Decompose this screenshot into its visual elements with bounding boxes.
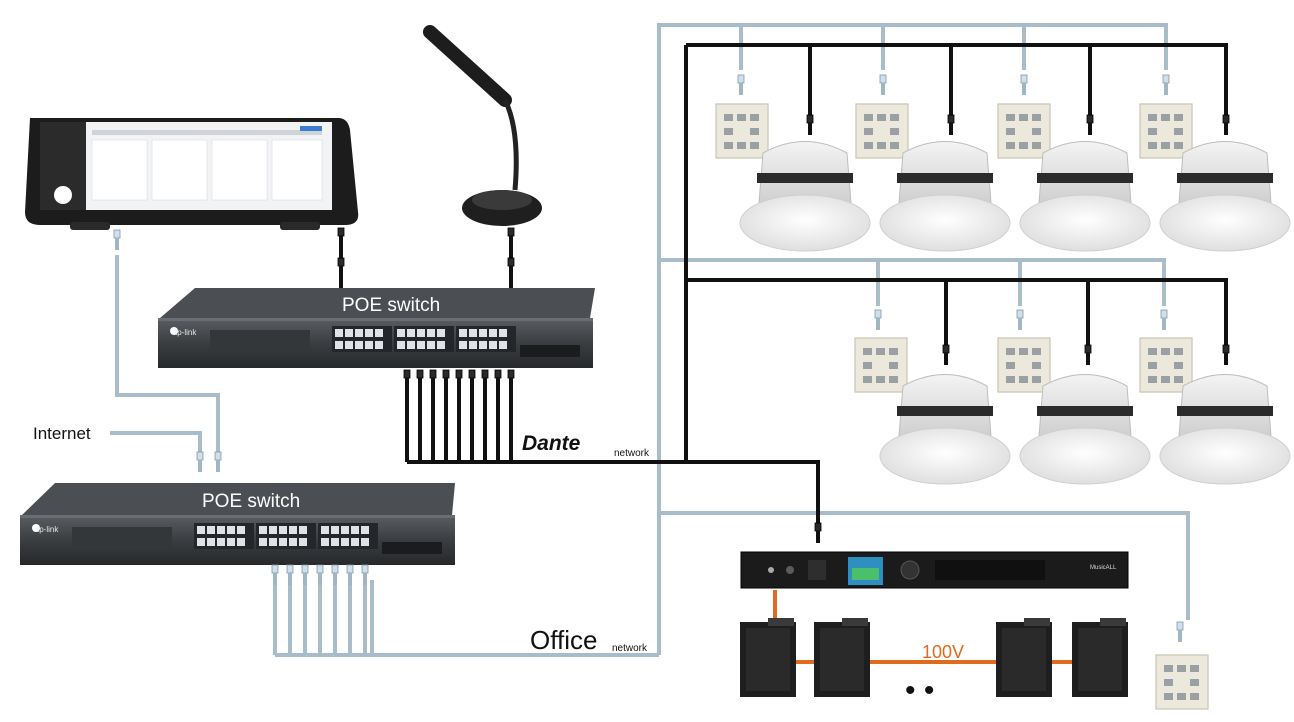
poe-switch-top-label: POE switch (342, 295, 441, 316)
ceiling-speaker (1019, 374, 1151, 485)
wall-speaker (1072, 618, 1128, 697)
office-network-label: network (612, 643, 648, 654)
wall-speakers (740, 618, 1128, 697)
poe-switch-top (158, 288, 595, 368)
amplifier (740, 551, 1129, 589)
ceiling-speaker (1159, 141, 1291, 252)
dante-logo: Dante (522, 432, 580, 456)
switch-brand-bottom: tp-link (37, 525, 59, 534)
wall-speaker (740, 618, 796, 697)
wall-speaker (814, 618, 870, 697)
voltage-label: 100V (922, 642, 965, 662)
touch-panel (25, 118, 359, 230)
ceiling-speaker (879, 374, 1011, 485)
poe-switch-bottom (20, 483, 455, 565)
office-label: Office (530, 625, 598, 655)
amplifier-brand: MusicALL (1090, 565, 1117, 571)
dante-network-lines (339, 43, 1228, 525)
poe-switch-bottom-label: POE switch (202, 491, 301, 512)
ceiling-speakers (739, 141, 1291, 485)
wall-panel-buttons (724, 114, 1199, 700)
microphone (423, 25, 542, 226)
ceiling-speaker (879, 141, 1011, 252)
office-network-lines (110, 23, 1190, 657)
dante-label: Dante (522, 432, 581, 455)
ceiling-speaker (1019, 141, 1151, 252)
dante-network-label: network (614, 448, 650, 459)
switch-brand-top: tp-link (175, 328, 197, 337)
internet-label: Internet (33, 424, 91, 443)
wall-speaker (996, 618, 1052, 697)
more-speakers-ellipsis: • • (905, 674, 935, 707)
ceiling-speaker (739, 141, 871, 252)
ceiling-speaker (1159, 374, 1291, 485)
